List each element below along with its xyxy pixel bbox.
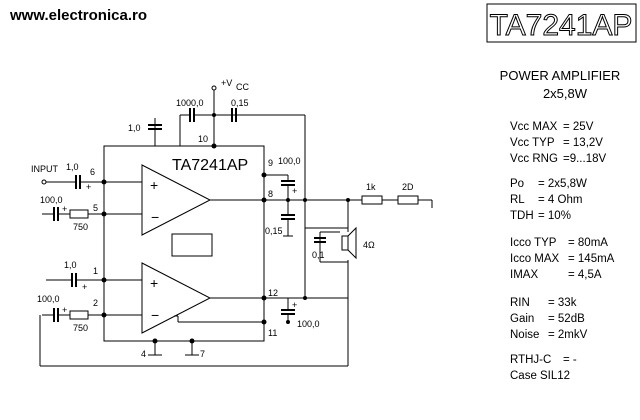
spec-value: SIL12: [540, 370, 570, 382]
input-label: INPUT: [31, 164, 59, 174]
chip-label: TA7241AP: [172, 157, 248, 174]
resistor-label: 750: [73, 222, 88, 232]
polarity-plus: +: [62, 305, 67, 315]
spec-value: = -: [563, 354, 577, 366]
resistor-1k: [361, 195, 383, 205]
cap-label: 1,0: [66, 162, 79, 172]
spec-value: = 4 Ohm: [538, 194, 582, 206]
cap-label: 100,0: [278, 156, 301, 166]
spec-value: = 2mkV: [548, 329, 588, 341]
cap-label: 100,0: [37, 294, 60, 304]
spec-value: = 2x5,8W: [538, 178, 587, 190]
resistor-label: 750: [73, 323, 88, 333]
speaker-icon: [341, 226, 357, 260]
resistor-label: 2D: [402, 182, 414, 192]
pin-1: 1: [93, 266, 98, 276]
capacitor-decoupling: [231, 108, 237, 122]
cap-label: 1,0: [128, 123, 141, 133]
spec-table: Vcc MAX = 25V Vcc TYP = 13,2V Vcc RNG =9…: [510, 121, 615, 382]
cap-label: 100,0: [40, 195, 63, 205]
resistor-feedback-1: [69, 209, 89, 219]
amp1-plus-sign: +: [150, 177, 158, 193]
spec-value: = 33k: [548, 297, 577, 309]
amp1-minus-sign: −: [151, 209, 159, 225]
spec-value: = 4,5A: [568, 269, 602, 281]
resistor-2d: [397, 195, 419, 205]
polarity-plus: +: [86, 182, 91, 192]
spec-name: Icco MAX: [510, 253, 560, 265]
title-line1: POWER AMPLIFIER: [500, 68, 621, 83]
spec-name: RL: [510, 194, 525, 206]
spec-name: IMAX: [510, 269, 538, 281]
amp2-minus-sign: −: [151, 307, 159, 323]
spec-name: Gain: [510, 313, 534, 325]
spec-name: Vcc RNG: [510, 153, 558, 165]
capacitor-ripple: [148, 118, 162, 146]
amplifier-1: [141, 164, 212, 236]
spec-value: = 80mA: [568, 237, 608, 249]
resistor-feedback-2: [69, 310, 89, 320]
spec-value: = 13,2V: [563, 137, 603, 149]
spec-name: RTHJ-C: [510, 354, 551, 366]
spec-value: = 25V: [563, 121, 594, 133]
spec-value: = 52dB: [548, 313, 585, 325]
pin-2: 2: [93, 298, 98, 308]
spec-name: Vcc TYP: [510, 137, 555, 149]
spec-name: Noise: [510, 329, 539, 341]
part-number: TA7241AP: [490, 9, 633, 42]
cap-label: 100,0: [297, 319, 320, 329]
pin-11: 11: [268, 328, 277, 338]
protection-block: [171, 233, 213, 257]
resistor-label: 1k: [366, 182, 376, 192]
pin-9: 9: [268, 158, 273, 168]
pin-4: 4: [141, 349, 146, 359]
spec-name: RIN: [510, 297, 530, 309]
title-line2: 2x5,8W: [543, 86, 588, 101]
pin-10: 10: [198, 134, 208, 144]
part-number-box: [486, 3, 637, 43]
cap-label: 1,0: [64, 260, 77, 270]
cap-label: 1000,0: [176, 98, 204, 108]
polarity-plus: +: [292, 186, 297, 196]
pin-6: 6: [90, 167, 95, 177]
polarity-plus: +: [62, 204, 67, 214]
spec-name: Vcc MAX: [510, 121, 558, 133]
pin-12: 12: [268, 288, 278, 298]
spec-value: = 10%: [538, 210, 571, 222]
spec-value: =9...18V: [563, 153, 606, 165]
capacitor-supply: [179, 108, 214, 146]
vcc-label: +V: [221, 78, 232, 88]
speaker-label: 4Ω: [363, 240, 375, 250]
spec-name: Po: [510, 178, 524, 190]
site-url: www.electronica.ro: [9, 7, 147, 24]
cap-label: 0,1: [312, 250, 325, 260]
polarity-plus: +: [292, 300, 297, 310]
pin-7: 7: [200, 349, 205, 359]
spec-name: Icco TYP: [510, 237, 557, 249]
amp2-plus-sign: +: [150, 275, 158, 291]
pin-5: 5: [93, 203, 98, 213]
spec-name: TDH: [510, 210, 534, 222]
vcc-sub: CC: [236, 82, 249, 92]
polarity-plus: +: [82, 282, 87, 292]
spec-name: Case: [510, 370, 537, 382]
spec-value: = 145mA: [568, 253, 615, 265]
cap-label: 0,15: [265, 226, 283, 236]
cap-label: 0,15: [231, 98, 249, 108]
pin-8: 8: [268, 189, 273, 199]
